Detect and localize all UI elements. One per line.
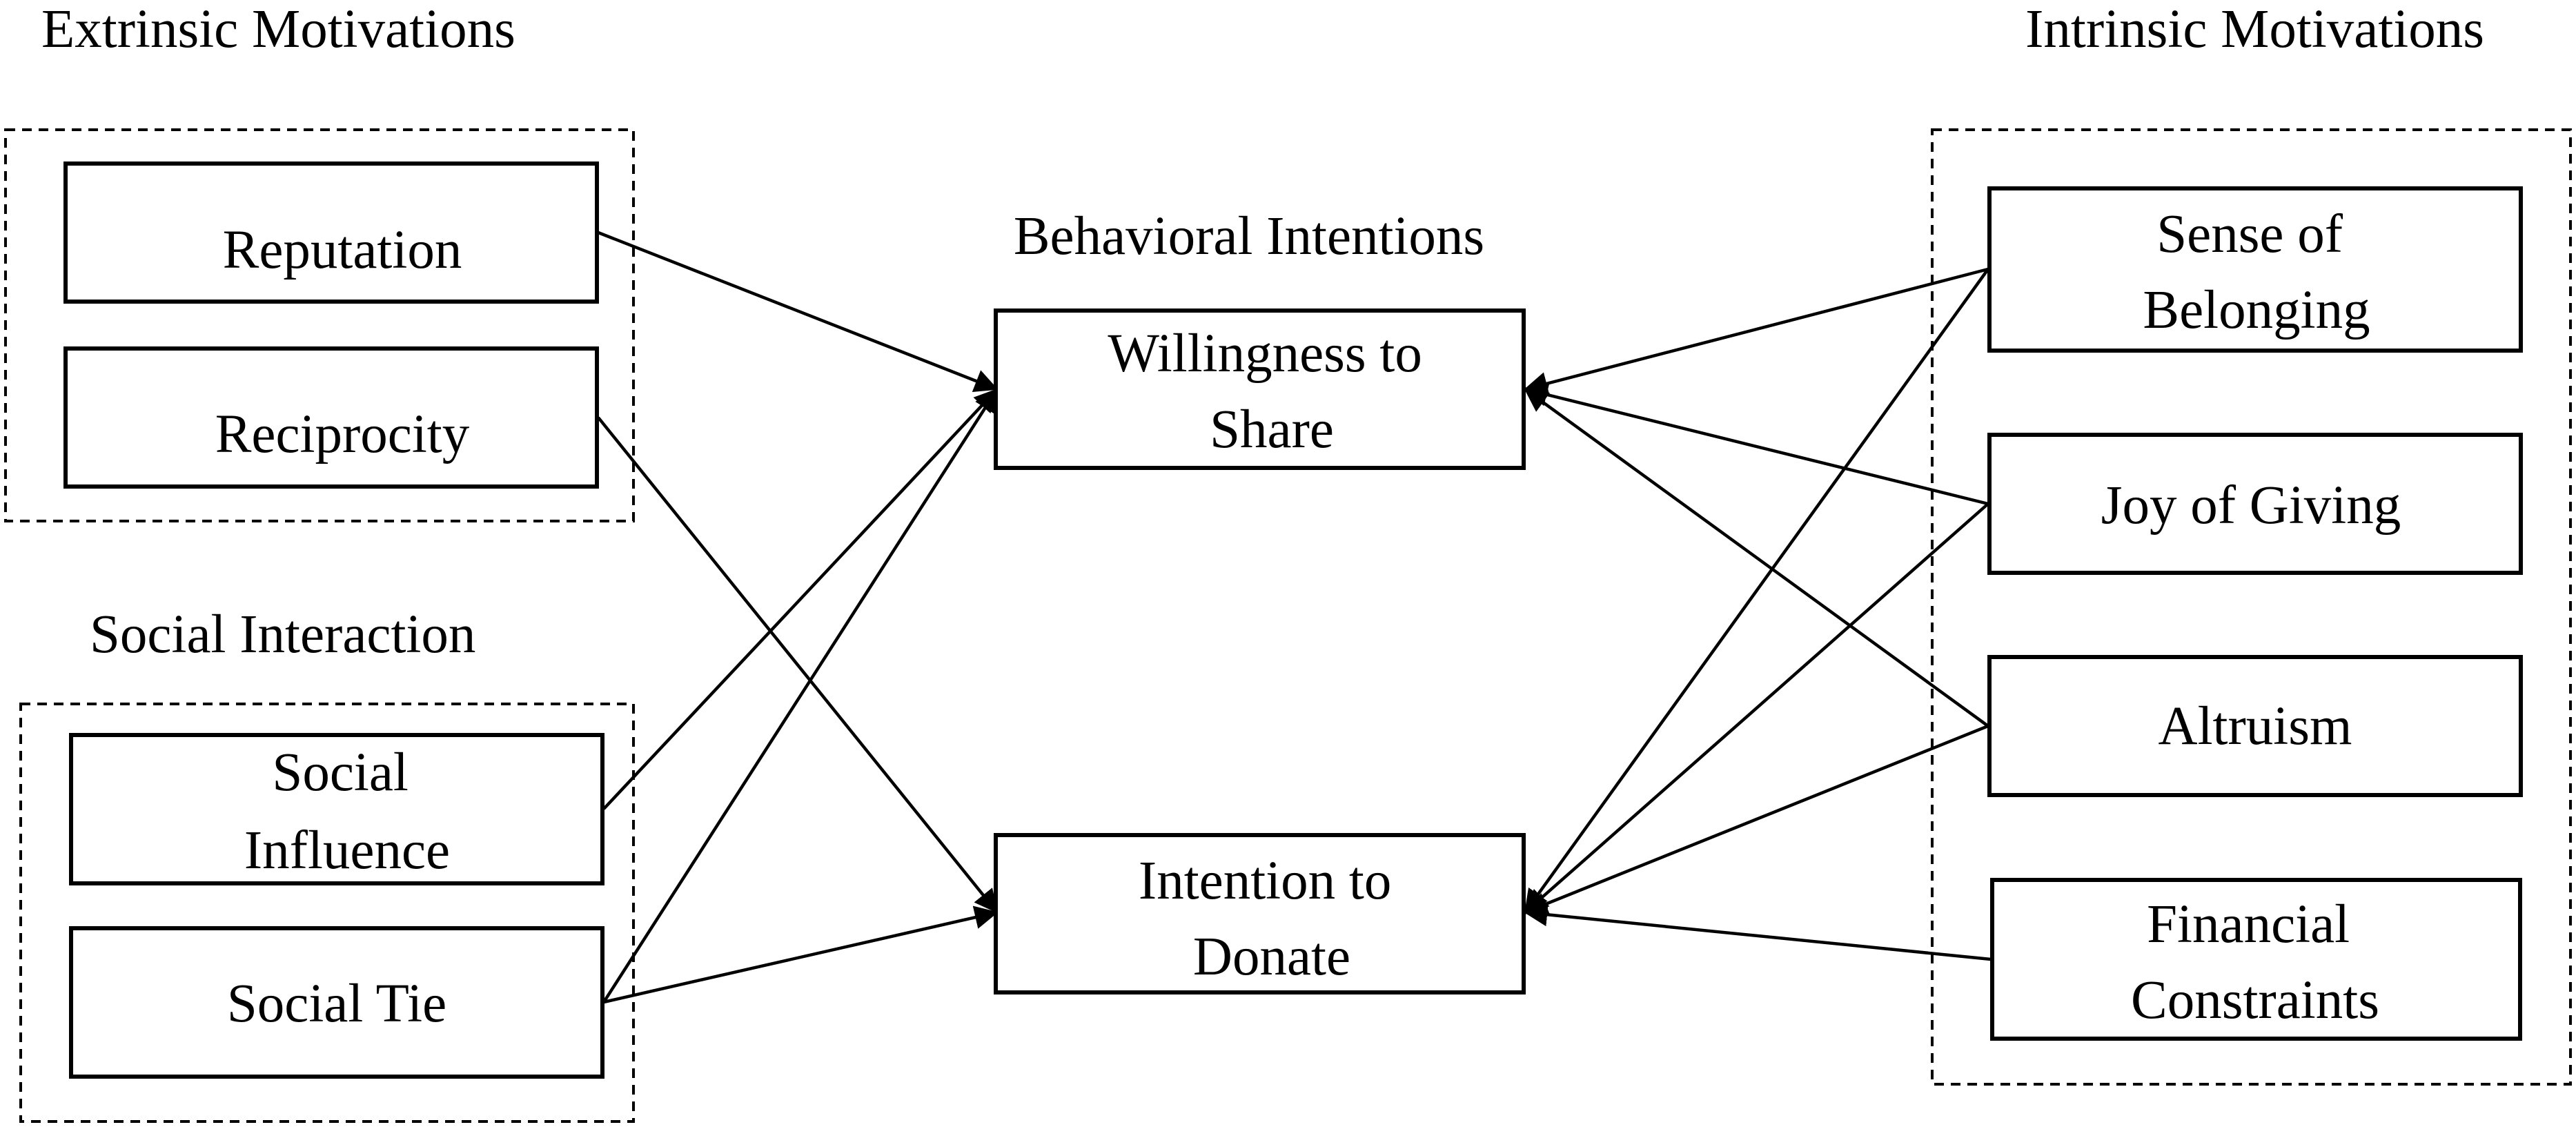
- edges-layer: [597, 231, 1992, 1004]
- edge-altruism-to-intention-to-donate: [1524, 724, 1989, 915]
- edge-sense-of-belonging-to-willingness-to-share: [1524, 267, 1989, 395]
- node-joy-of-giving-label: Joy of Giving: [2101, 476, 2401, 536]
- node-social-tie-label: Social Tie: [227, 974, 446, 1034]
- node-joy-of-giving: Joy of Giving: [1987, 433, 2523, 575]
- edge-reputation-to-willingness-to-share: [598, 231, 999, 393]
- node-reputation: Reputation: [63, 161, 599, 304]
- node-sense-of-belonging-label: Sense of Belonging: [2143, 204, 2370, 340]
- node-altruism: Altruism: [1987, 655, 2523, 797]
- group-title-intrinsic-motivations: Intrinsic Motivations: [2025, 0, 2484, 59]
- node-altruism-label: Altruism: [2159, 696, 2352, 756]
- group-title-social-interaction: Social Interaction: [90, 605, 475, 665]
- node-social-influence: Social Influence: [69, 733, 604, 885]
- node-willingness-to-share-label: Willingness to Share: [1108, 324, 1435, 460]
- intrinsic-motivations-group: [1931, 128, 2572, 1086]
- group-title-behavioral-intentions: Behavioral Intentions: [1014, 206, 1484, 266]
- edge-joy-of-giving-to-intention-to-donate: [1524, 502, 1989, 914]
- edge-financial-constraints-to-intention-to-donate: [1524, 903, 1992, 961]
- node-financial-constraints-label: Financial Constraints: [2131, 894, 2379, 1030]
- edge-sense-of-belonging-to-intention-to-donate: [1524, 268, 1989, 914]
- edge-social-influence-to-willingness-to-share: [602, 388, 999, 810]
- edge-altruism-to-willingness-to-share: [1524, 388, 1989, 727]
- node-intention-to-donate-label: Intention to Donate: [1139, 851, 1405, 987]
- edge-social-tie-to-intention-to-donate: [603, 905, 999, 1004]
- edge-joy-of-giving-to-willingness-to-share: [1524, 383, 1989, 506]
- node-willingness-to-share: Willingness to Share: [994, 308, 1526, 470]
- edge-reciprocity-to-intention-to-donate: [597, 416, 999, 914]
- node-reciprocity: Reciprocity: [63, 346, 599, 489]
- node-social-tie: Social Tie: [69, 926, 604, 1079]
- node-financial-constraints: Financial Constraints: [1990, 878, 2522, 1041]
- node-social-influence-label: Social Influence: [244, 743, 450, 881]
- edge-social-tie-to-willingness-to-share: [602, 388, 999, 1003]
- group-title-extrinsic-motivations: Extrinsic Motivations: [41, 0, 515, 59]
- node-reputation-label: Reputation: [223, 220, 462, 280]
- extrinsic-motivations-group: [4, 128, 635, 522]
- node-reciprocity-label: Reciprocity: [215, 404, 470, 464]
- node-sense-of-belonging: Sense of Belonging: [1987, 186, 2523, 353]
- social-interaction-group: [19, 703, 635, 1123]
- node-intention-to-donate: Intention to Donate: [994, 833, 1526, 994]
